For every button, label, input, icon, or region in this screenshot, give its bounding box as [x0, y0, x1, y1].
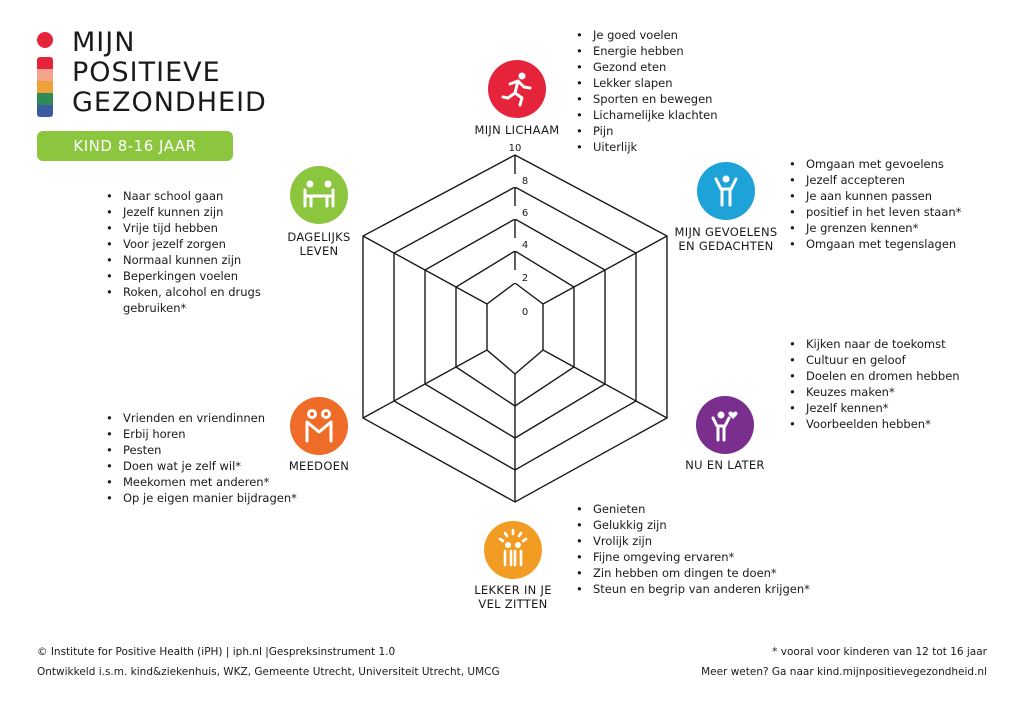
- nulater-list: Kijken naar de toekomst Cultuur en geloo…: [784, 336, 960, 432]
- list-item: Naar school gaan: [101, 188, 261, 204]
- velzitten-circle: [484, 521, 542, 579]
- list-item: Jezelf accepteren: [784, 172, 961, 188]
- meedoen-circle: [290, 397, 348, 455]
- meedoen-label: MEEDOEN: [288, 459, 350, 473]
- list-item: Gelukkig zijn: [571, 517, 810, 533]
- list-item: Doelen en dromen hebben: [784, 368, 960, 384]
- list-item: Vrolijk zijn: [571, 533, 810, 549]
- scale-label: 2: [522, 273, 528, 284]
- radar-spoke: [542, 235, 668, 305]
- person-with-heart-icon: [711, 411, 738, 442]
- list-item: Uiterlijk: [571, 139, 718, 155]
- logo-bar: [37, 57, 53, 117]
- dagelijks-label-line2: LEVEN: [299, 244, 339, 258]
- list-item: Beperkingen voelen: [101, 268, 261, 284]
- scale-label: 10: [509, 143, 522, 154]
- scale-label: 0: [522, 307, 528, 318]
- radiant-people-icon: [498, 528, 528, 567]
- list-item: Je grenzen kennen*: [784, 220, 961, 236]
- list-item: Je goed voelen: [571, 27, 718, 43]
- list-item: Gezond eten: [571, 59, 718, 75]
- list-item: Doen wat je zelf wil*: [101, 458, 297, 474]
- list-item: Kijken naar de toekomst: [784, 336, 960, 352]
- list-item: Pesten: [101, 442, 297, 458]
- dagelijks-list: Naar school gaan Jezelf kunnen zijn Vrij…: [101, 188, 261, 316]
- list-item: Steun en begrip van anderen krijgen*: [571, 581, 810, 597]
- list-item: Lekker slapen: [571, 75, 718, 91]
- meedoen-list: Vrienden en vriendinnen Erbij horen Pest…: [101, 410, 297, 506]
- list-item: Omgaan met gevoelens: [784, 156, 961, 172]
- lichaam-circle: [488, 60, 546, 118]
- logo-line-2: POSITIEVE: [72, 57, 221, 88]
- list-item: Voorbeelden hebben*: [784, 416, 960, 432]
- list-item: Op je eigen manier bijdragen*: [101, 490, 297, 506]
- dagelijks-label-line1: DAGELIJKS: [287, 230, 351, 244]
- dagelijks-circle: [290, 166, 348, 224]
- radar-chart: 10 8 6 4 2 0: [362, 140, 668, 503]
- velzitten-list: Genieten Gelukkig zijn Vrolijk zijn Fijn…: [571, 501, 810, 597]
- dagelijks-label: DAGELIJKS LEVEN: [269, 230, 369, 258]
- gevoelens-list: Omgaan met gevoelens Jezelf accepteren J…: [784, 156, 961, 252]
- list-item: Energie hebben: [571, 43, 718, 59]
- list-item: Vrienden en vriendinnen: [101, 410, 297, 426]
- list-item: Fijne omgeving ervaren*: [571, 549, 810, 565]
- gevoelens-label-line2: EN GEDACHTEN: [678, 239, 774, 253]
- nulater-label: NU EN LATER: [685, 458, 765, 472]
- footer-more-link[interactable]: Meer weten? Ga naar kind.mijnpositievege…: [701, 666, 987, 678]
- people-at-table-icon: [303, 180, 335, 208]
- list-item-continued: gebruiken*: [123, 301, 187, 315]
- list-item: Jezelf kennen*: [784, 400, 960, 416]
- scale-label: 4: [522, 240, 528, 251]
- list-item: Genieten: [571, 501, 810, 517]
- list-item: Vrije tijd hebben: [101, 220, 261, 236]
- running-person-icon: [501, 72, 532, 107]
- list-item: Keuzes maken*: [784, 384, 960, 400]
- list-item: Omgaan met tegenslagen: [784, 236, 961, 252]
- gevoelens-circle: [697, 162, 755, 220]
- scale-label: 8: [522, 176, 528, 187]
- list-item: Meekomen met anderen*: [101, 474, 297, 490]
- person-arms-up-icon: [714, 175, 738, 207]
- lichaam-list: Je goed voelen Energie hebben Gezond ete…: [571, 27, 718, 155]
- list-item: Normaal kunnen zijn: [101, 252, 261, 268]
- list-item: Zin hebben om dingen te doen*: [571, 565, 810, 581]
- list-item: positief in het leven staan*: [784, 204, 961, 220]
- scale-label: 6: [522, 208, 528, 219]
- gevoelens-label-line1: MIJN GEVOELENS: [674, 225, 778, 239]
- list-item: Erbij horen: [101, 426, 297, 442]
- list-item: Voor jezelf zorgen: [101, 236, 261, 252]
- radar-spoke: [362, 235, 488, 305]
- list-item: Jezelf kunnen zijn: [101, 204, 261, 220]
- radar-spoke: [362, 349, 488, 419]
- lichaam-label: MIJN LICHAAM: [474, 123, 560, 137]
- list-item: Roken, alcohol en drugs: [101, 284, 261, 300]
- list-item: Je aan kunnen passen: [784, 188, 961, 204]
- nulater-circle: [696, 396, 754, 454]
- list-item: Sporten en bewegen: [571, 91, 718, 107]
- list-item: Cultuur en geloof: [784, 352, 960, 368]
- logo-line-3: GEZONDHEID: [72, 87, 267, 118]
- velzitten-label-line2: VEL ZITTEN: [478, 597, 548, 611]
- footer-copyright: © Institute for Positive Health (iPH) | …: [37, 646, 396, 658]
- velzitten-label-line1: LEKKER IN JE: [474, 583, 552, 597]
- logo-dot: [37, 32, 53, 48]
- list-item: Pijn: [571, 123, 718, 139]
- velzitten-label: LEKKER IN JE VEL ZITTEN: [460, 583, 566, 611]
- logo-line-1: MIJN: [72, 27, 136, 58]
- footer-note: * vooral voor kinderen van 12 tot 16 jaa…: [772, 646, 987, 658]
- radar-spoke: [542, 349, 668, 419]
- footer-partners: Ontwikkeld i.s.m. kind&ziekenhuis, WKZ, …: [37, 666, 500, 678]
- two-people-icon: [305, 409, 333, 443]
- list-item: Lichamelijke klachten: [571, 107, 718, 123]
- radar-ring-2: [486, 282, 544, 375]
- gevoelens-label: MIJN GEVOELENS EN GEDACHTEN: [666, 225, 786, 253]
- age-badge: KIND 8-16 JAAR: [37, 131, 233, 161]
